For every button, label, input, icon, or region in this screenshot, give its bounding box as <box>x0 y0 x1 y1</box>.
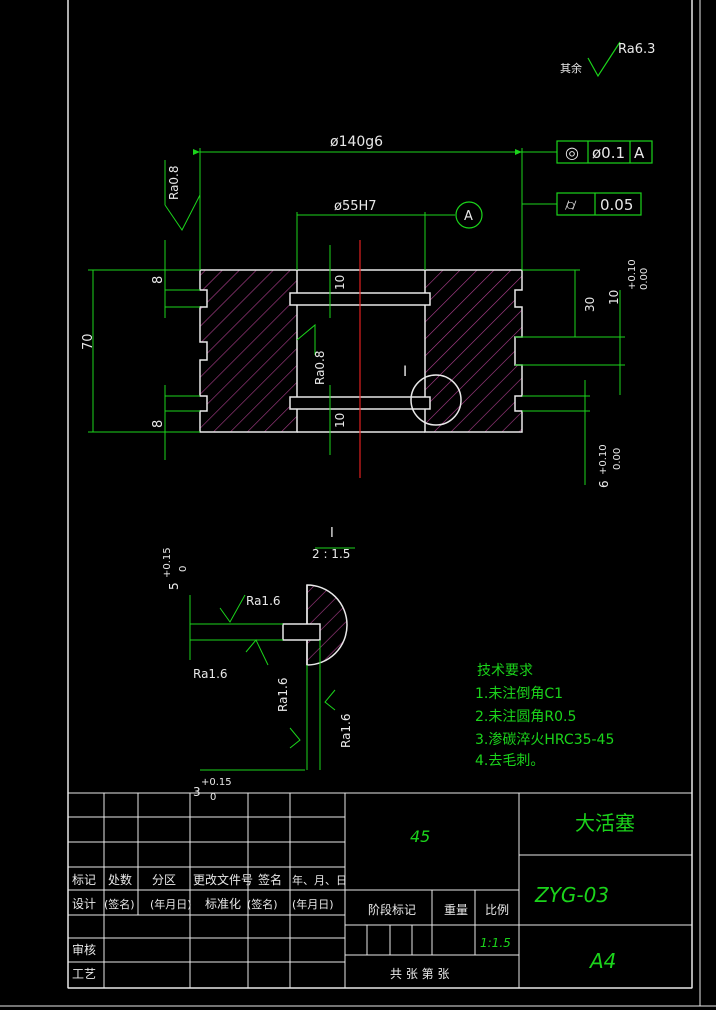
hdr-process: 工艺 <box>72 967 96 981</box>
detail-dim-vertical-sub: 0 <box>178 566 189 572</box>
tol-frame1-symbol: ◎ <box>565 143 579 162</box>
hdr-ratio: 比例 <box>485 903 509 917</box>
hdr-weight: 重量 <box>444 903 468 917</box>
tech-title: 技术要求 <box>477 663 533 679</box>
detail-dim-horizontal-sub: 0 <box>210 792 216 803</box>
hdr-date3: (年月日) <box>292 897 334 911</box>
ra-bore: Ra0.8 <box>313 350 327 385</box>
detail-scale: 2 : 1.5 <box>312 547 350 561</box>
datum-label: A <box>464 209 473 224</box>
tol-frame2-symbol: ⌭ <box>565 195 577 214</box>
tol-frame1-datum: A <box>634 144 645 162</box>
dim-10-bottom: 10 <box>333 413 347 428</box>
dim-70: 70 <box>81 333 96 350</box>
detail-dim-vertical-sup: +0.15 <box>162 547 173 578</box>
drawing-number: ZYG-03 <box>534 883 609 907</box>
hdr-count: 处数 <box>108 872 132 887</box>
detail-dim-horizontal: 3 <box>193 785 201 799</box>
tech-requirements: 技术要求 1.未注倒角C1 2.未注圆角R0.5 3.渗碳淬火HRC35-45 … <box>475 663 614 769</box>
detail-ra-left: Ra1.6 <box>193 667 228 681</box>
section-mark: I <box>403 364 407 380</box>
datum-bubble <box>455 201 483 229</box>
hdr-mark: 标记 <box>72 873 96 887</box>
dim-tol-bottom: 6 <box>597 480 611 488</box>
surface-symbol-icon <box>587 41 621 78</box>
piston-section <box>199 240 523 478</box>
outer-diameter-dim: ø140g6 <box>330 134 383 150</box>
detail-dim-horizontal-sup: +0.15 <box>201 777 232 788</box>
detail-ra-top: Ra1.6 <box>246 594 281 608</box>
detail-ra-right: Ra1.6 <box>339 713 353 748</box>
hdr-sheets: 共 张 第 张 <box>390 967 449 981</box>
dim-10-top: 10 <box>333 275 347 290</box>
dim-tol-top-sup: +0.10 <box>627 259 638 290</box>
hdr-review: 审核 <box>72 942 96 957</box>
detail-label: I <box>330 526 334 541</box>
hdr-doc-no: 更改文件号 <box>193 872 253 887</box>
dim-tol-bottom-sub: 0.00 <box>612 448 623 470</box>
hdr-standard: 标准化 <box>205 897 241 911</box>
hdr-stage: 阶段标记 <box>368 902 416 917</box>
hdr-date: 年、月、日 <box>292 873 347 887</box>
tech-item-3: 3.渗碳淬火HRC35-45 <box>475 732 614 748</box>
tolerance-frames <box>556 140 653 216</box>
hdr-date2: (年月日) <box>150 897 192 911</box>
sheet-size: A4 <box>588 949 616 973</box>
material: 45 <box>410 827 430 846</box>
tech-item-4: 4.去毛刺。 <box>475 753 544 769</box>
dim-tol-bottom-sup: +0.10 <box>598 444 609 475</box>
hdr-sign2: (签名) <box>104 897 135 911</box>
inner-diameter-dim: ø55H7 <box>334 199 377 214</box>
detail-dim-vertical: 5 <box>167 582 181 590</box>
dim-tol-top: 10 <box>607 290 621 305</box>
hdr-sign: 签名 <box>258 872 282 887</box>
hdr-zone: 分区 <box>152 873 176 887</box>
scale-value: 1:1.5 <box>480 936 511 950</box>
tech-item-2: 2.未注圆角R0.5 <box>475 709 576 725</box>
dim-8-bottom: 8 <box>151 420 166 428</box>
detail-ra-mid: Ra1.6 <box>276 677 290 712</box>
ra-outer: Ra0.8 <box>167 165 181 200</box>
title-block-grid <box>67 792 693 989</box>
detail-view <box>189 547 355 771</box>
surface-ra: Ra6.3 <box>618 42 655 57</box>
tol-frame2-value: 0.05 <box>600 196 633 214</box>
tol-frame1-value: ø0.1 <box>592 144 625 162</box>
hdr-design: 设计 <box>72 897 96 911</box>
dim-tol-top-sub: 0.00 <box>639 268 650 290</box>
dim-8-top: 8 <box>151 276 166 284</box>
part-name: 大活塞 <box>575 811 635 835</box>
tech-item-1: 1.未注倒角C1 <box>475 686 563 702</box>
surface-other-label: 其余 <box>560 61 582 75</box>
dim-30: 30 <box>583 297 597 312</box>
dimension-lines <box>88 148 625 485</box>
hdr-sign3: (签名) <box>247 897 278 911</box>
